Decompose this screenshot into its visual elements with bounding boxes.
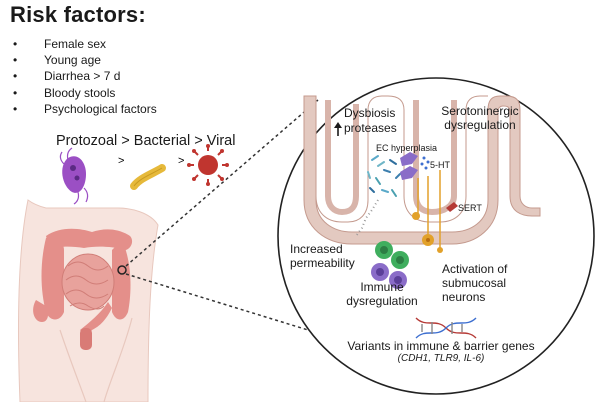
risk-factor-item: Psychological factors <box>10 101 157 117</box>
bacteria-icon <box>130 164 166 190</box>
magnifier-marker <box>117 265 127 275</box>
dysbiosis-label: Dysbiosis <box>344 106 396 120</box>
immune-dysregulation-label: Immune dysregulation <box>346 280 418 308</box>
epithelium <box>303 95 541 245</box>
sert-label: SERT <box>458 203 482 213</box>
arrow-separator-1: > <box>118 155 124 167</box>
sert-marker <box>446 202 458 212</box>
five-ht-label: 5-HT <box>430 160 450 170</box>
immune-cells <box>371 241 409 289</box>
arrow-separator-2: > <box>178 155 184 167</box>
colon-illustration <box>33 228 133 350</box>
serotoninergic-label: Serotoninergic dysregulation <box>441 104 519 132</box>
increased-permeability-label: Increased permeability <box>290 242 355 270</box>
risk-factor-item: Bloody stools <box>10 85 157 101</box>
risk-factor-item: Diarrhea > 7 d <box>10 68 157 84</box>
submucosal-neurons <box>412 170 443 253</box>
zoom-line-top <box>125 99 319 267</box>
protozoa-icon <box>59 147 89 205</box>
risk-factors-title: Risk factors: <box>10 2 146 27</box>
risk-factors-list: Female sex Young age Diarrhea > 7 d Bloo… <box>10 36 157 117</box>
virus-icon <box>187 144 229 186</box>
ec-hyperplasia-label: EC hyperplasia <box>376 143 438 153</box>
bacteria-cloud <box>367 155 401 197</box>
variants-label: Variants in immune & barrier genes <box>347 339 535 353</box>
small-intestine-illustration <box>61 253 115 311</box>
risk-factor-item: Young age <box>10 52 157 68</box>
ec-cells <box>400 152 430 180</box>
activation-label: Activation of submucosal neurons <box>442 262 508 304</box>
risk-factor-item: Female sex <box>10 36 157 52</box>
proteases-label: proteases <box>344 121 397 135</box>
pathogen-order-label: Protozoal > Bacterial > Viral <box>56 133 236 149</box>
dna-icon <box>415 317 477 339</box>
increase-arrow-icon <box>334 122 342 136</box>
genes-label: (CDH1, TLR9, IL-6) <box>397 353 485 364</box>
